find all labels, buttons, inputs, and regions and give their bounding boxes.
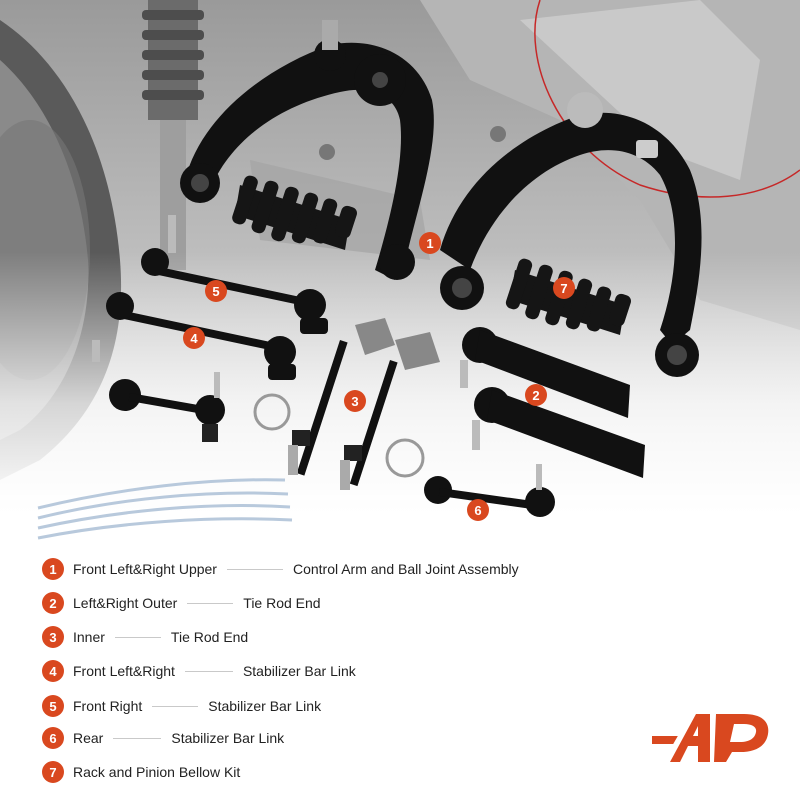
legend-item: 4 Front Left&Right Stabilizer Bar Link [42,659,356,683]
legend-item: 2 Left&Right Outer Tie Rod End [42,591,321,615]
stabilizer-link-rear-right [424,464,555,517]
legend-description: Control Arm and Ball Joint Assembly [292,561,519,577]
legend-item: 6 Rear Stabilizer Bar Link [42,726,284,750]
leader-line [226,568,283,570]
callout-badge-6: 6 [467,499,489,521]
parts-illustration [37,20,702,540]
legend-label: Inner [73,629,105,645]
legend-number-badge: 1 [42,558,64,580]
callout-badge-4: 4 [183,327,205,349]
leader-line [152,705,199,707]
legend-label: Rack and Pinion Bellow Kit [73,764,241,780]
callout-badge-2: 2 [525,384,547,406]
inner-tie-rod-left [288,318,395,476]
washer-right [385,438,425,478]
legend-label: Rear [73,730,104,746]
inner-tie-rod-right [340,332,440,490]
stabilizer-link-rear-left [109,372,225,442]
stabilizer-link-front-right [141,215,328,334]
legend-item: 3 Inner Tie Rod End [42,625,248,649]
legend-item: 1 Front Left&Right Upper Control Arm and… [42,557,519,581]
callout-badge-3: 3 [344,390,366,412]
legend-description: Stabilizer Bar Link [242,663,356,679]
outer-tie-rod-upper [460,327,630,418]
a-premium-logo-icon [652,714,769,762]
legend-description: Tie Rod End [243,595,321,611]
legend-label: Front Right [73,698,143,714]
legend-item: 5 Front Right Stabilizer Bar Link [42,694,321,718]
legend-description: Stabilizer Bar Link [208,698,322,714]
bellow-boot-left [232,175,357,250]
legend-number-badge: 4 [42,660,64,682]
legend-label: Front Left&Right Upper [73,561,217,577]
upper-control-arm-left [180,20,434,281]
leader-line [184,670,233,672]
callout-badge-1: 1 [419,232,441,254]
callout-badge-7: 7 [553,277,575,299]
cable-ties [37,478,293,540]
legend-number-badge: 6 [42,727,64,749]
outer-tie-rod-lower [472,387,645,478]
legend-description: Tie Rod End [170,629,249,645]
legend-description: Stabilizer Bar Link [171,730,285,746]
legend-label: Front Left&Right [73,663,175,679]
legend-label: Left&Right Outer [73,595,178,611]
leader-line [187,602,234,604]
legend-number-badge: 7 [42,761,64,783]
upper-control-arm-right [440,92,702,377]
washer-left [253,393,291,431]
legend-number-badge: 5 [42,695,64,717]
leader-line [113,737,162,739]
legend-number-badge: 3 [42,626,64,648]
legend-item: 7 Rack and Pinion Bellow Kit [42,760,240,784]
legend-number-badge: 2 [42,592,64,614]
callout-badge-5: 5 [205,280,227,302]
leader-line [114,636,161,638]
